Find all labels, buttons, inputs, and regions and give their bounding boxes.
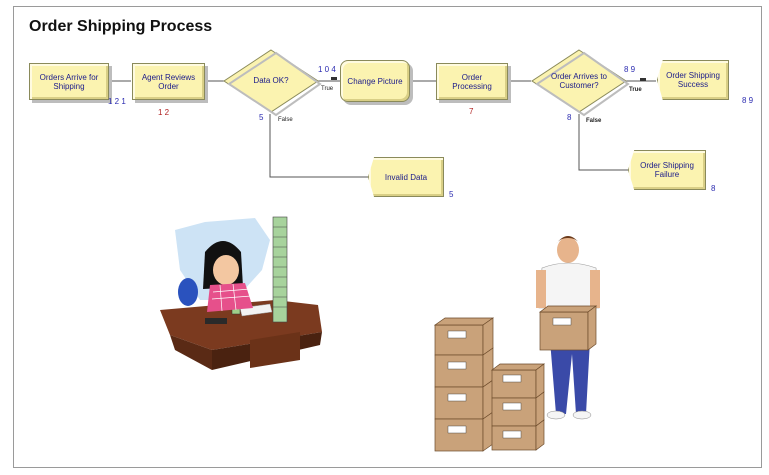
decision-data-ok[interactable]: Data OK?	[253, 76, 289, 85]
block-label: Order Processing	[452, 72, 492, 91]
counter-order-arrives-false: 8	[567, 113, 572, 122]
block-invalid-data[interactable]: Invalid Data	[368, 157, 444, 197]
block-label: Orders Arrive for Shipping	[39, 72, 99, 91]
block-shipping-failure[interactable]: Order Shipping Failure	[628, 150, 706, 190]
counter-shipping-failure: 8	[711, 184, 716, 193]
connector-false-to-invalid	[269, 114, 368, 178]
block-order-processing[interactable]: Order Processing	[436, 63, 508, 100]
counter-order-arrives-true: 8 9	[624, 65, 636, 74]
block-label: Change Picture	[347, 76, 403, 86]
label-order-arrives-false: False	[586, 118, 602, 124]
counter-order-processing: 7	[469, 107, 474, 116]
worker-with-boxes-illustration	[433, 236, 600, 452]
decision-order-arrives[interactable]: Order Arrives to Customer?	[550, 72, 607, 90]
counter-orders-arrive: 1 2 1	[108, 97, 126, 106]
block-agent-reviews[interactable]: Agent Reviews Order	[132, 63, 205, 100]
block-shipping-success[interactable]: Order Shipping Success	[657, 60, 729, 100]
agent-at-desk-illustration	[160, 216, 322, 370]
block-label: Order Shipping Failure	[640, 161, 694, 179]
block-label: Order Shipping Success	[666, 71, 720, 89]
label-data-ok-true: True	[321, 86, 334, 92]
block-label: Invalid Data	[384, 172, 428, 182]
counter-data-ok-true: 1 0 4	[318, 65, 336, 74]
block-label: Agent Reviews Order	[141, 72, 196, 91]
page-title: Order Shipping Process	[29, 18, 213, 35]
counter-data-ok-false: 5	[259, 113, 264, 122]
counter-invalid-data: 5	[449, 190, 454, 199]
counter-agent-reviews: 1 2	[158, 108, 170, 117]
connector-false-to-failure	[578, 114, 628, 171]
counter-shipping-success: 8 9	[742, 96, 754, 105]
block-change-picture[interactable]: Change Picture	[340, 60, 410, 102]
label-data-ok-false: False	[278, 117, 293, 123]
block-orders-arrive[interactable]: Orders Arrive for Shipping	[29, 63, 109, 100]
label-order-arrives-true: True	[629, 87, 642, 93]
